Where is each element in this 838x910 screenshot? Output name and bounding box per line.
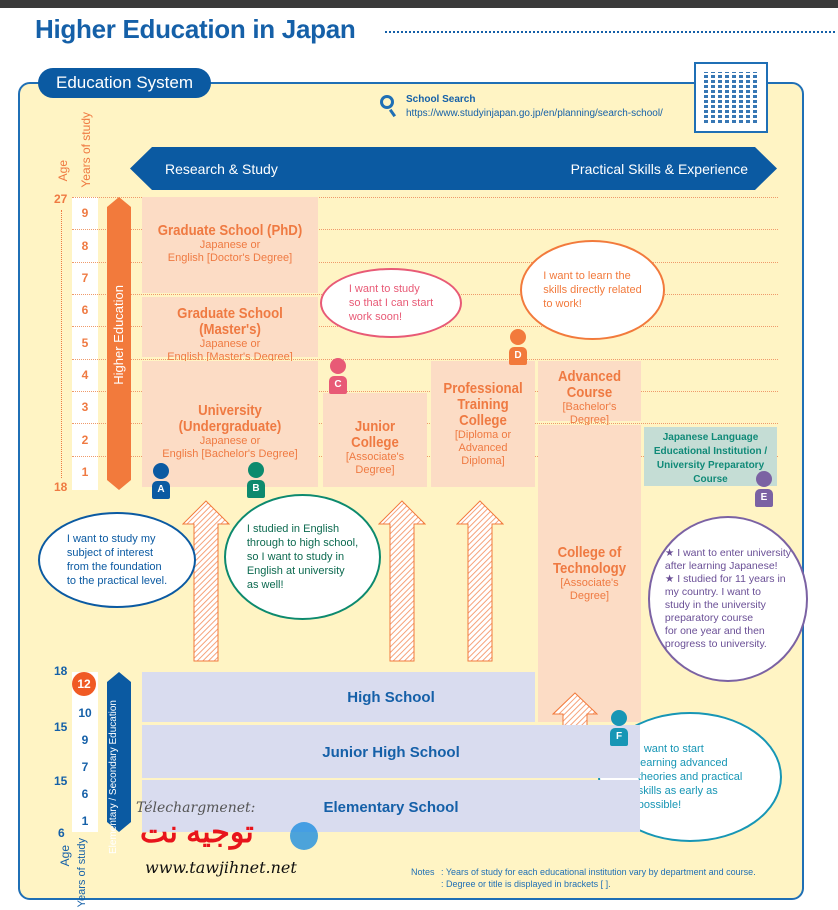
person-d: D [509,329,527,365]
box-college-of-technology: College of Technology[Associate's Degree… [538,425,641,722]
box-subtitle: [Bachelor's Degree] [562,401,617,426]
search-icon [380,95,394,109]
box-high-school: High School [142,672,535,722]
school-search-title: School Search [406,94,476,105]
age-12: 15 [54,774,68,788]
person-f: F [610,710,628,746]
watermark-caption: Télechargmenet: [136,800,256,816]
secondary-education-label: Elementary / Secondary Education [108,700,119,854]
box-subtitle: Japanese or English [Bachelor's Degree] [162,435,298,460]
secondary-education-bar [107,672,131,832]
section-label: Education System [38,68,211,98]
page-title: Higher Education in Japan [35,14,356,44]
speech-bubble-d: I want to learn the skills directly rela… [520,240,665,340]
person-c: C [329,358,347,394]
band-right-label: Practical Skills & Experience [570,161,748,177]
year-10: 10 [78,706,92,720]
years-axis-label: Years of study [79,112,93,188]
higher-education-bar [107,197,131,490]
box-subtitle: [Associate's Degree] [345,451,405,476]
year-6: 6 [81,303,89,318]
year-6: 6 [81,787,89,801]
speech-bubble-e: ★ I want to enter university after learn… [648,516,808,682]
box-title: College of Technology [552,544,627,577]
band-left-label: Research & Study [165,161,278,177]
progression-arrow-professional [456,500,504,662]
box-junior-high-school: Junior High School [142,725,640,778]
year-grid-line [72,391,778,392]
person-e: E [755,471,773,507]
box-university: University (Undergraduate)Japanese or En… [142,361,318,487]
box-title: Graduate School (PhD) [157,222,303,239]
watermark-logo: توجيه نت [140,816,254,849]
person-a: A [152,463,170,499]
year-8: 8 [81,238,89,253]
age-6: 6 [58,826,65,840]
year-4: 4 [81,367,89,382]
year-7: 7 [81,270,89,285]
top-bar [0,0,838,8]
person-b: B [247,462,265,498]
box-subtitle: Japanese or English [Doctor's Degree] [167,239,293,264]
box-advanced-course: Advanced Course[Bachelor's Degree] [538,361,641,426]
box-graduate-masters: Graduate School (Master's)Japanese or En… [142,297,318,363]
box-japanese-language-institution: Japanese Language Educational Institutio… [644,427,777,486]
box-title: University (Undergraduate) [178,402,282,435]
speech-bubble-b: I studied in English through to high sch… [224,494,381,620]
year-1: 1 [81,814,89,828]
box-subtitle: [Associate's Degree] [560,577,619,602]
box-title: Japanese Language Educational Institutio… [653,432,768,485]
age-18: 18 [54,480,68,494]
notes-label: Notes [411,867,435,877]
watermark-url: www.tawjihnet.net [145,858,297,877]
box-title: Professional Training College [443,380,523,429]
speech-bubble-a: I want to study my subject of interest f… [38,512,196,608]
direction-band [130,147,777,190]
age-15: 15 [54,720,68,734]
year-grid-line [72,261,778,263]
box-subtitle: [Diploma or Advanced Diploma] [454,429,512,467]
year-9: 9 [81,733,89,747]
year-9: 9 [81,206,89,221]
box-title: Advanced Course [557,368,622,401]
year-12-badge: 12 [72,672,96,696]
progression-arrow-junior-college [378,500,426,662]
age-27: 27 [54,192,68,206]
speech-bubble-c: I want to study so that I can start work… [320,268,462,338]
qr-code[interactable] [694,62,768,133]
box-subtitle: Japanese or English [Master's Degree] [167,338,293,363]
year-grid-line [72,358,778,360]
notes-line-1: : Years of study for each educational in… [441,867,756,877]
box-title: Graduate School (Master's) [177,305,283,338]
box-junior-college: Junior College[Associate's Degree] [323,393,427,487]
age-axis-line [61,210,62,478]
school-search-link[interactable]: https://www.studyinjapan.go.jp/en/planni… [406,108,663,119]
upper-years-column: 9 8 7 6 5 4 3 2 1 [72,197,98,490]
title-divider [385,31,835,33]
box-professional-training-college: Professional Training College[Diploma or… [431,361,535,487]
box-graduate-phd: Graduate School (PhD)Japanese or English… [142,197,318,293]
watermark-globe-icon [290,822,318,850]
year-7: 7 [81,760,89,774]
age-18-lower: 18 [54,664,68,678]
higher-education-label: Higher Education [111,285,126,385]
year-2: 2 [81,432,89,447]
year-3: 3 [81,400,89,415]
box-elementary-school: Elementary School [142,780,640,832]
progression-arrow-university [182,500,230,662]
year-1: 1 [81,464,89,479]
age-axis-label: Age [56,160,70,182]
notes-line-2: : Degree or title is displayed in bracke… [441,879,611,889]
age-axis-label-lower: Age [58,845,72,867]
year-grid-line [72,229,778,231]
year-5: 5 [81,335,89,350]
year-grid-line [72,197,778,198]
years-axis-label-lower: Years of study [76,838,88,908]
lower-years-column [72,672,98,832]
box-title: Junior College [351,418,399,451]
